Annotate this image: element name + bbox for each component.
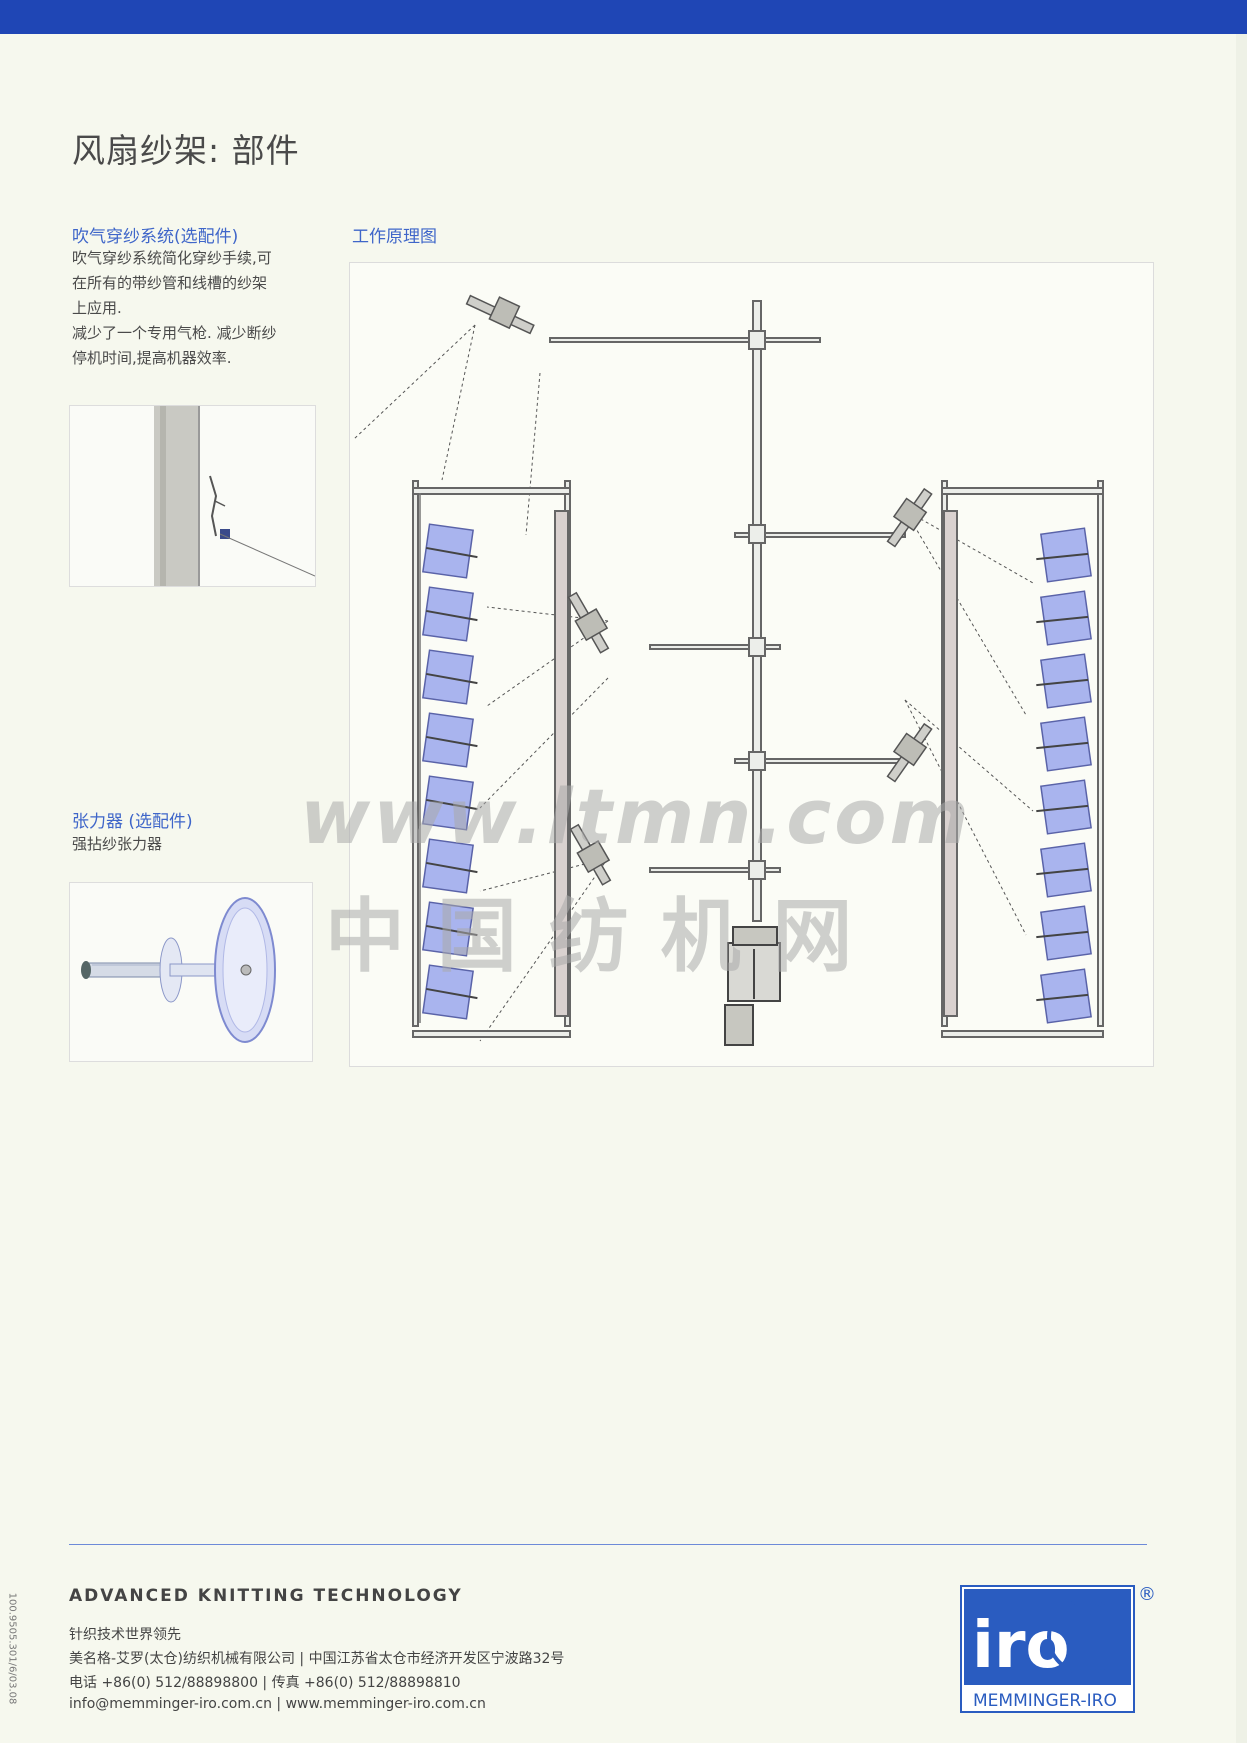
bobbin xyxy=(1036,527,1092,583)
bobbin xyxy=(1036,653,1092,709)
blowing-system-heading: 吹气穿纱系统(选配件) xyxy=(72,227,239,247)
bobbins-right xyxy=(1036,527,1092,1024)
bobbin xyxy=(422,964,478,1020)
logo-brand-text: MEMMINGER-IRO xyxy=(973,1691,1117,1711)
footer-slogan: ADVANCED KNITTING TECHNOLOGY xyxy=(69,1586,463,1606)
bobbin xyxy=(1036,842,1092,898)
bobbin xyxy=(422,775,478,831)
footer-web: info@memminger-iro.com.cn | www.memminge… xyxy=(69,1696,486,1712)
footer-phone: 电话 +86(0) 512/88898800 | 传真 +86(0) 512/8… xyxy=(69,1675,461,1691)
footer-divider xyxy=(69,1544,1147,1545)
working-principle-diagram xyxy=(349,262,1154,1067)
document-code: 100.9505.301/6/03.08 xyxy=(6,1592,18,1705)
bobbin xyxy=(422,649,478,705)
tensioner-text: 强拈纱张力器 xyxy=(72,835,163,853)
blowing-system-photo xyxy=(69,405,316,587)
footer-tagline: 针织技术世界领先 xyxy=(69,1627,181,1643)
memminger-iro-logo: iro MEMMINGER-IRO xyxy=(960,1585,1136,1713)
blowing-system-text: 吹气穿纱系统简化穿纱手续,可 在所有的带纱管和线槽的纱架 上应用. 减少了一个专… xyxy=(72,249,277,367)
creel-schematic xyxy=(353,294,1104,1046)
bobbin xyxy=(422,586,478,642)
bobbin xyxy=(422,523,478,579)
diagram-heading: 工作原理图 xyxy=(352,227,437,247)
bobbin xyxy=(1036,716,1092,772)
tensioner-heading: 张力器 (选配件) xyxy=(72,812,193,832)
bobbins-left xyxy=(422,523,478,1020)
bobbin xyxy=(1036,779,1092,835)
bobbin xyxy=(422,712,478,768)
bobbin xyxy=(1036,590,1092,646)
bobbin xyxy=(1036,968,1092,1024)
footer-company: 美名格-艾罗(太仓)纺织机械有限公司 | 中国江苏省太仓市经济开发区宁波路32号 xyxy=(69,1651,565,1667)
registered-mark: ® xyxy=(1138,1584,1156,1605)
bobbin xyxy=(422,901,478,957)
bobbin xyxy=(422,838,478,894)
page-edge xyxy=(1236,34,1247,1743)
tensioner-photo xyxy=(69,882,313,1062)
top-color-bar xyxy=(0,0,1247,34)
bobbin xyxy=(1036,905,1092,961)
page-title: 风扇纱架: 部件 xyxy=(72,131,300,170)
